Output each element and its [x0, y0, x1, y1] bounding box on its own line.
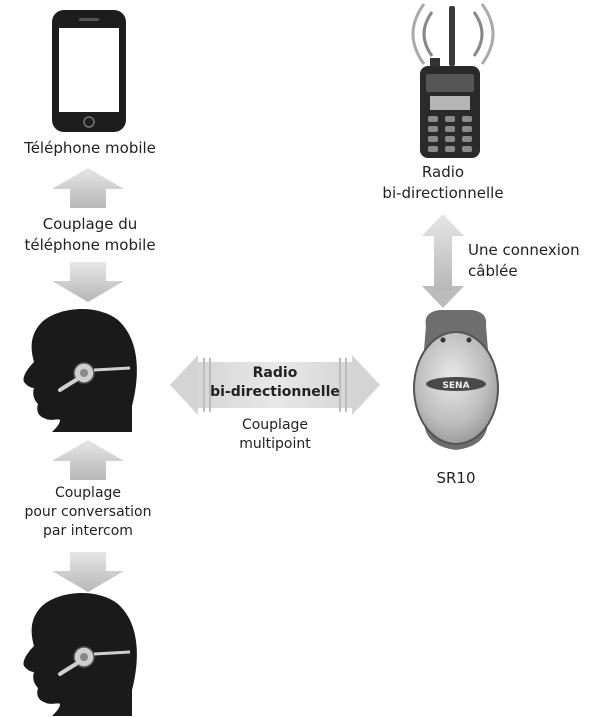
wired-connection-label: Une connexion câblée — [468, 241, 580, 280]
sr10-device-icon: SENA — [413, 310, 499, 450]
smartphone-icon — [52, 10, 126, 132]
center-radio-label: Radio bi-directionnelle — [210, 365, 340, 400]
headset-head-icon-1 — [23, 308, 137, 432]
headset-head-icon-2 — [23, 592, 137, 716]
multipoint-label: Couplage multipoint — [239, 417, 311, 452]
sr10-label: SR10 — [436, 469, 476, 487]
sr10-brand-logo: SENA — [442, 381, 469, 391]
intercom-pairing-arrow — [52, 440, 124, 592]
multipoint-pairing-arrow — [170, 355, 380, 415]
intercom-pairing-label: Couplage pour conversation par intercom — [24, 485, 152, 539]
phone-pairing-arrow — [52, 168, 124, 302]
phone-pairing-label: Couplage du téléphone mobile — [24, 215, 156, 254]
radio-label: Radio bi-directionnelle — [382, 163, 504, 202]
wired-connection-arrow — [422, 214, 464, 308]
two-way-radio-icon — [411, 3, 495, 158]
phone-label: Téléphone mobile — [24, 139, 156, 157]
